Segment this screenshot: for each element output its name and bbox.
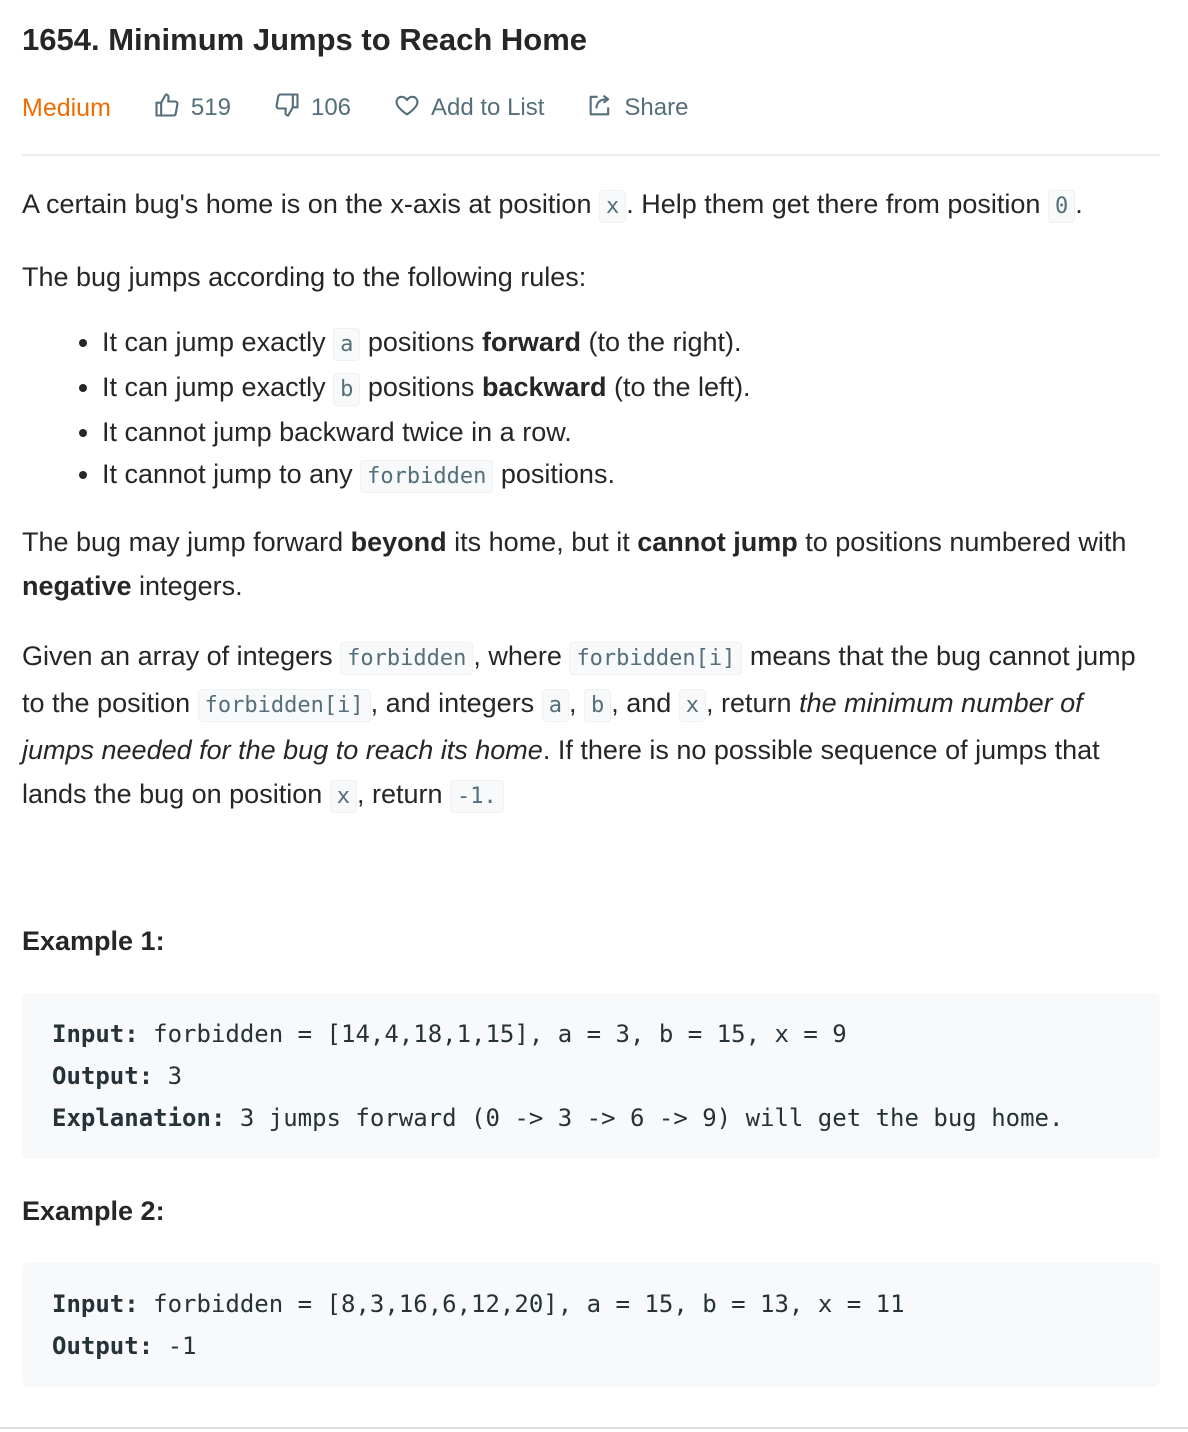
list-item: It cannot jump to any forbidden position… [102,453,1160,498]
list-item: It can jump exactly b positions backward… [102,366,1160,411]
inline-code: x [329,780,357,813]
rules-list: It can jump exactly a positions forward … [22,321,1160,498]
problem-title: 1654. Minimum Jumps to Reach Home [22,22,588,57]
inline-code: a [333,328,361,361]
description-paragraph: Given an array of integers forbidden, wh… [22,634,1160,819]
description-paragraph: A certain bug's home is on the x-axis at… [22,182,1160,229]
inline-code: x [598,190,627,223]
panel-bottom-border [0,1427,1188,1429]
inline-code: forbidden [360,460,494,493]
difficulty-badge: Medium [22,93,111,122]
example-title: Example 1: [22,926,165,956]
like-count: 519 [190,94,231,121]
inline-code: forbidden[i] [569,642,743,675]
like-button[interactable]: 519 [153,91,231,126]
example-title: Example 2: [22,1196,165,1226]
share-button[interactable]: Share [586,91,688,126]
dislike-count: 106 [310,94,352,121]
share-label: Share [624,94,689,121]
inline-code: x [678,689,707,722]
thumbs-down-icon [273,91,311,126]
inline-code: -1. [450,780,504,813]
share-icon [586,91,624,126]
list-item: It cannot jump backward twice in a row. [102,411,1160,453]
heart-icon [393,91,431,126]
inline-code: 0 [1047,190,1076,223]
description-paragraph: The bug may jump forward beyond its home… [22,527,1127,601]
example-block: Input: forbidden = [14,4,18,1,15], a = 3… [22,993,1160,1159]
thumbs-up-icon [153,91,191,126]
header-divider [22,154,1160,156]
problem-description: A certain bug's home is on the x-axis at… [22,182,1160,1387]
dislike-button[interactable]: 106 [273,91,351,126]
inline-code: forbidden [340,642,474,675]
problem-meta-bar: Medium 519 106 Add to List Share [22,88,730,128]
inline-code: forbidden[i] [197,689,371,722]
description-paragraph: The bug jumps according to the following… [22,262,587,292]
inline-code: a [541,689,569,722]
inline-code: b [583,689,612,722]
add-to-list-label: Add to List [431,94,545,121]
inline-code: b [333,373,361,406]
example-block: Input: forbidden = [8,3,16,6,12,20], a =… [22,1263,1160,1387]
list-item: It can jump exactly a positions forward … [102,321,1160,366]
add-to-list-button[interactable]: Add to List [393,91,544,126]
